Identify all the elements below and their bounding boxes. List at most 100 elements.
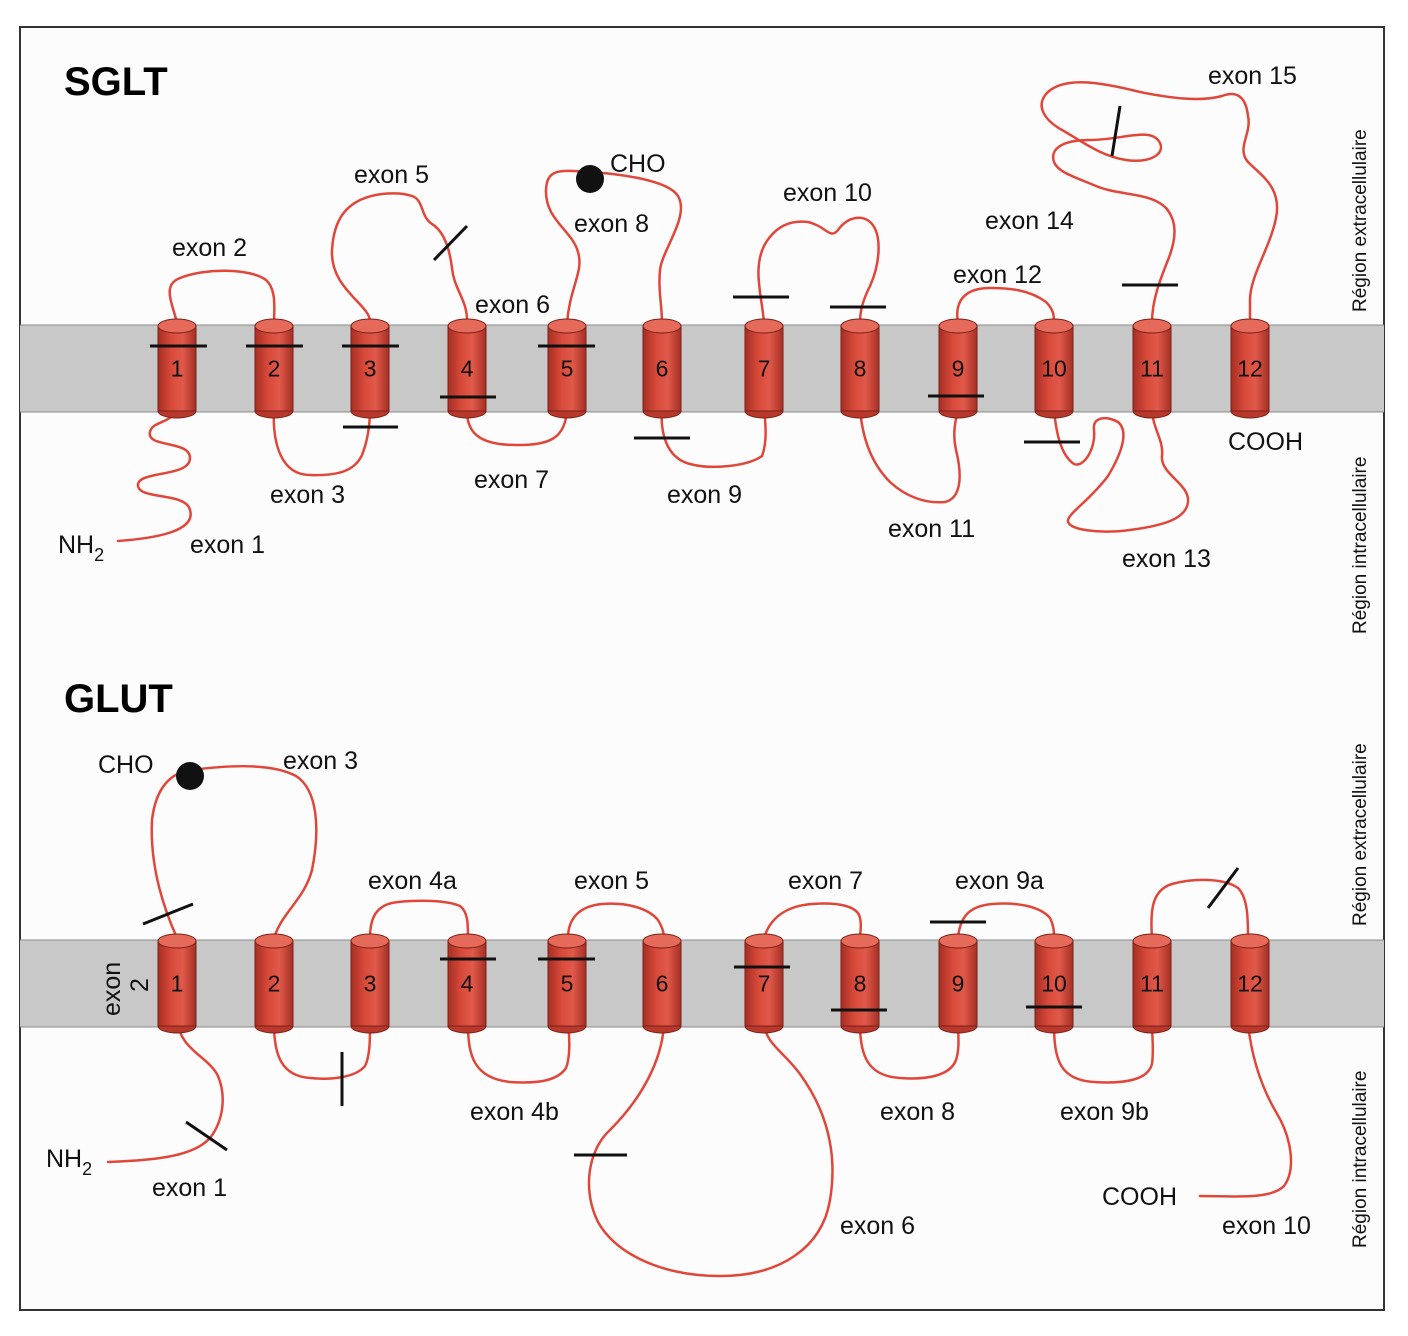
sglt-helix-body — [350, 325, 390, 412]
glut-helix-top — [447, 933, 487, 949]
sglt-helix-number: 9 — [952, 356, 965, 382]
glut-exon6-label: exon 6 — [840, 1212, 915, 1240]
glut-helix-top — [1230, 933, 1270, 949]
glut-helix-number: 4 — [461, 971, 474, 997]
glut-exon7-label: exon 7 — [788, 867, 863, 895]
sglt-loop-exon1 — [116, 403, 192, 543]
sglt-exon8-label: exon 8 — [574, 210, 649, 238]
glut-helix-number: 9 — [952, 971, 965, 997]
sglt-helix-body — [157, 325, 197, 412]
glut-helix-top — [744, 933, 784, 949]
glut-exon-boundaries — [142, 867, 1240, 1157]
glut-helix-8: 8 — [840, 933, 880, 1034]
glut-exon8-label: exon 8 — [880, 1098, 955, 1126]
glut-helix-number: 7 — [758, 971, 771, 997]
figure-frame — [19, 26, 1385, 1311]
glut-loop-exon7 — [762, 902, 863, 940]
sglt-loop-exon10 — [757, 216, 880, 325]
sglt-helix-number: 11 — [1140, 356, 1164, 382]
glut-helix-top — [254, 933, 294, 949]
glut-exon4a-label: exon 4a — [368, 867, 457, 895]
sglt-helix-number: 3 — [364, 356, 377, 382]
sglt-nh2-label: NH2 — [58, 531, 104, 565]
sglt-helix-3: 3 — [350, 318, 390, 419]
glut-exon3-label: exon 3 — [283, 747, 358, 775]
glut-helix-3: 3 — [350, 933, 390, 1034]
sglt-helix-number: 1 — [171, 356, 184, 382]
glut-nh2-label: NH2 — [46, 1145, 92, 1179]
sglt-region-intra: Région intracellulaire — [1350, 457, 1371, 634]
sglt-loop-exon11 — [858, 406, 961, 504]
sglt-loop-exon13 — [1052, 406, 1190, 533]
glut-loop-exon5 — [566, 902, 666, 940]
sglt-loop-exon14-15 — [1040, 81, 1279, 325]
glut-helix-body — [1132, 940, 1172, 1027]
sglt-helix-5: 5 — [547, 318, 587, 419]
sglt-exon5-label: exon 5 — [354, 161, 429, 189]
glut-helix-top — [1034, 933, 1074, 949]
glut-boundary — [185, 1120, 228, 1152]
glut-loop-exon4b — [272, 1022, 372, 1080]
sglt-helix-top — [1132, 318, 1172, 334]
glut-loop-exon9a — [956, 902, 1056, 940]
sglt-exon2-label: exon 2 — [172, 234, 247, 262]
sglt-helix-top — [840, 318, 880, 334]
sglt-helix-number: 12 — [1237, 356, 1263, 382]
glut-nh2-text: NH — [46, 1145, 82, 1173]
sglt-exon9-label: exon 9 — [667, 481, 742, 509]
sglt-helix-2: 2 — [254, 318, 294, 419]
sglt-helix-number: 8 — [854, 356, 867, 382]
glut-exon9a-label: exon 9a — [955, 867, 1044, 895]
glut-helix-body — [744, 940, 784, 1027]
sglt-cho-label: CHO — [610, 150, 666, 178]
sglt-exon6-label: exon 6 — [475, 291, 550, 319]
sglt-boundary — [432, 224, 469, 262]
sglt-nh2-text: NH — [58, 531, 94, 559]
glut-helix-11: 11 — [1132, 933, 1172, 1034]
sglt-exon13-label: exon 13 — [1122, 545, 1211, 573]
sglt-helix-top — [447, 318, 487, 334]
glut-loop-exon4a — [368, 899, 470, 940]
sglt-helix-number: 7 — [758, 356, 771, 382]
glut-loop-exon10 — [1198, 1022, 1293, 1198]
glut-helix-number: 6 — [656, 971, 669, 997]
sglt-helix-body — [744, 325, 784, 412]
sglt-helix-12: 12 — [1230, 318, 1270, 419]
glut-nh2-subscript: 2 — [82, 1159, 92, 1179]
glut-region-intra: Région intracellulaire — [1350, 1071, 1371, 1248]
sglt-helix-top — [254, 318, 294, 334]
sglt-exon10-label: exon 10 — [783, 179, 872, 207]
sglt-loop-exon9 — [660, 406, 767, 469]
sglt-helix-top — [350, 318, 390, 334]
sglt-helix-top — [744, 318, 784, 334]
glut-helix-body — [642, 940, 682, 1027]
glut-helix-top — [1132, 933, 1172, 949]
sglt-helix-1: 1 — [157, 318, 197, 419]
glut-helix-body — [1230, 940, 1270, 1027]
sglt-helix-body — [642, 325, 682, 412]
glut-membrane — [20, 940, 1384, 1027]
glut-helix-top — [938, 933, 978, 949]
glut-helix-12: 12 — [1230, 933, 1270, 1034]
sglt-loop-exon3 — [272, 406, 372, 477]
sglt-helix-top — [1034, 318, 1074, 334]
glut-helix-number: 2 — [268, 971, 281, 997]
glut-helix-5: 5 — [547, 933, 587, 1034]
glut-exon2-label-b: 2 — [126, 978, 154, 992]
sglt-helix-4: 4 — [447, 318, 487, 419]
sglt-loop-exon12 — [956, 286, 1056, 325]
glut-cho-label: CHO — [98, 751, 154, 779]
glut-helix-top — [157, 933, 197, 949]
sglt-helix-11: 11 — [1132, 318, 1172, 419]
glut-helix-number: 10 — [1041, 971, 1067, 997]
glut-helix-10: 10 — [1034, 933, 1074, 1034]
glut-helix-body — [1034, 940, 1074, 1027]
glut-helix-number: 1 — [171, 971, 184, 997]
glut-region-extra: Région extracellulaire — [1350, 743, 1371, 926]
sglt-helix-top — [642, 318, 682, 334]
sglt-helix-number: 4 — [461, 356, 474, 382]
glut-loop-exon11-12 — [1150, 878, 1250, 940]
glut-helix-number: 3 — [364, 971, 377, 997]
